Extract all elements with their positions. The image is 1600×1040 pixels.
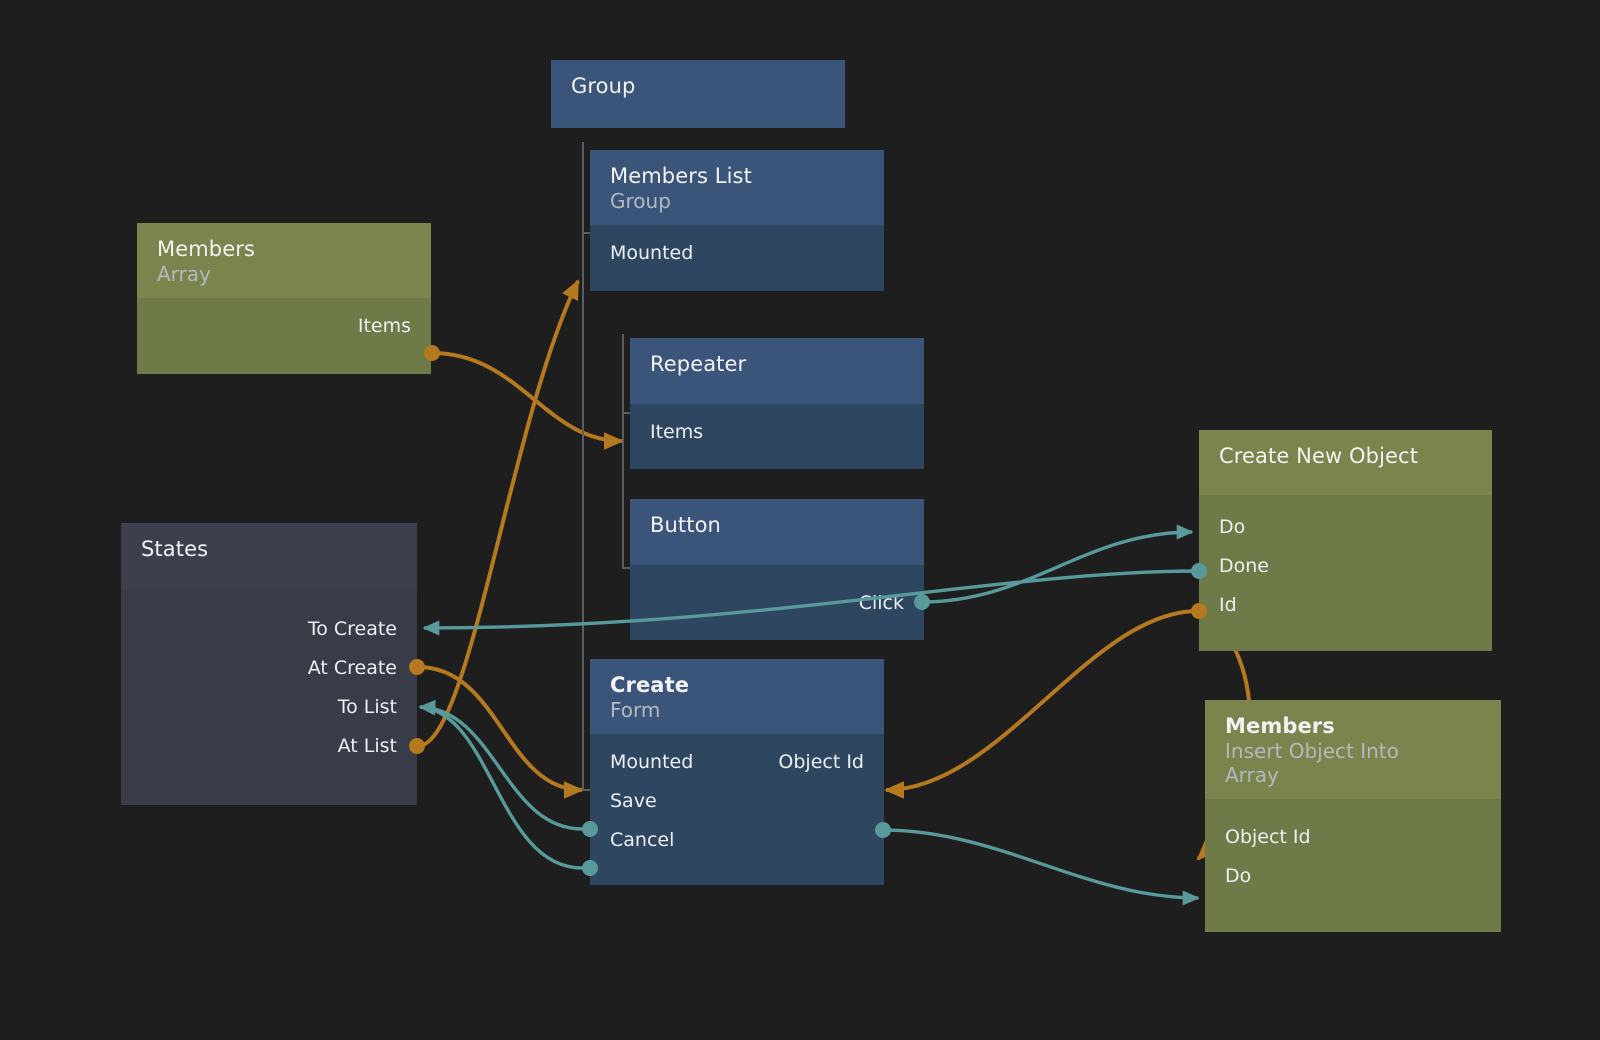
port-row-done[interactable]: Done (1199, 546, 1492, 585)
port-dot-create-form-cancel[interactable] (582, 860, 598, 876)
tree-tick-create (582, 789, 594, 791)
tree-tick-members-list (582, 232, 594, 234)
node-states-title: States (141, 537, 209, 561)
port-label-to-create: To Create (307, 617, 397, 640)
node-members-array-subtitle: Array (157, 261, 211, 286)
node-button-title: Button (650, 513, 721, 537)
port-label-click: Click (858, 591, 904, 614)
node-states-header: States (121, 523, 417, 589)
wire-create-out-to-membersinsert-do (881, 828, 1200, 906)
port-label-mounted: Mounted (610, 751, 694, 774)
port-dot-create-new-object-id[interactable] (1191, 603, 1207, 619)
port-row-mounted[interactable]: Mounted Object Id (590, 743, 884, 782)
node-button[interactable]: Button Click (630, 499, 924, 640)
port-dot-create-form-output[interactable] (875, 822, 891, 838)
port-row-items[interactable]: Items (137, 307, 431, 346)
node-button-header: Button (630, 499, 924, 565)
wire-states-atlist-to-memberslist-mounted (417, 279, 580, 748)
port-label-cancel: Cancel (610, 829, 675, 852)
node-members-list-title: Members List (610, 164, 752, 188)
node-create-new-object[interactable]: Create New Object Do Done Id (1199, 430, 1492, 651)
node-members-array-title: Members (157, 237, 256, 261)
node-members-array-body: Items (137, 297, 431, 374)
port-label-items: Items (357, 315, 411, 338)
tree-line-members-list (622, 334, 624, 568)
port-row-mounted[interactable]: Mounted (590, 234, 884, 273)
tree-tick-button (622, 567, 634, 569)
wire-create-save-to-states-tolist (418, 699, 583, 831)
port-dot-create-new-object-done[interactable] (1191, 563, 1207, 579)
port-label-items: Items (650, 420, 704, 443)
port-label-object-id: Object Id (1225, 826, 1311, 849)
port-label-done: Done (1219, 554, 1269, 577)
port-row-do[interactable]: Do (1199, 507, 1492, 546)
node-members-array-header: Members Array (137, 223, 431, 298)
port-row-do[interactable]: Do (1205, 857, 1501, 896)
node-create-new-object-header: Create New Object (1199, 430, 1492, 495)
port-row-items[interactable]: Items (630, 412, 924, 451)
port-row-id[interactable]: Id (1199, 585, 1492, 624)
port-label-do: Do (1219, 515, 1246, 538)
port-row-object-id[interactable]: Object Id (1205, 818, 1501, 857)
port-dot-button-click[interactable] (914, 594, 930, 610)
node-create-form-title: Create (610, 673, 690, 697)
node-repeater-header: Repeater (630, 338, 924, 404)
node-members-insert-subtitle: Insert Object Into Array (1225, 738, 1399, 787)
wire-states-atcreate-to-create-mounted (417, 665, 584, 799)
node-members-insert[interactable]: Members Insert Object Into Array Object … (1205, 700, 1501, 932)
port-label-at-list: At List (337, 734, 397, 757)
port-label-save: Save (610, 790, 657, 813)
port-dot-members-array-items[interactable] (424, 345, 440, 361)
node-create-form-body: Mounted Object Id Save Cancel (590, 733, 884, 885)
node-members-list-body: Mounted (590, 224, 884, 291)
port-label-mounted: Mounted (610, 242, 694, 265)
node-members-insert-title: Members (1225, 714, 1335, 738)
wire-members-items-to-repeater-items (431, 351, 624, 450)
port-row-to-list[interactable]: To List (121, 687, 417, 726)
node-create-form-header: Create Form (590, 659, 884, 734)
wire-create-cancel-to-states-tolist (418, 700, 583, 870)
port-label-at-create: At Create (307, 656, 397, 679)
port-dot-states-at-create[interactable] (409, 659, 425, 675)
wire-button-click-to-createnewobject-do (921, 524, 1194, 604)
port-dot-create-form-save[interactable] (582, 821, 598, 837)
port-row-at-list[interactable]: At List (121, 726, 417, 765)
node-states-body: To Create At Create To List At List (121, 589, 417, 805)
node-create-new-object-body: Do Done Id (1199, 495, 1492, 651)
tree-line-group (582, 142, 584, 790)
port-row-at-create[interactable]: At Create (121, 648, 417, 687)
node-repeater-body: Items (630, 404, 924, 469)
port-dot-states-at-list[interactable] (409, 738, 425, 754)
node-group-title: Group (571, 74, 636, 98)
node-members-list[interactable]: Members List Group Mounted (590, 150, 884, 291)
tree-tick-repeater (622, 412, 634, 414)
port-label-id: Id (1219, 593, 1237, 616)
node-create-new-object-title: Create New Object (1219, 444, 1419, 468)
node-members-list-subtitle: Group (610, 188, 671, 213)
node-states[interactable]: States To Create At Create To List At Li… (121, 523, 417, 805)
node-create-form-subtitle: Form (610, 697, 661, 722)
port-row-save[interactable]: Save (590, 782, 884, 821)
node-repeater-title: Repeater (650, 352, 747, 376)
port-label-object-id: Object Id (778, 751, 864, 774)
node-button-body: Click (630, 565, 924, 640)
node-group-header: Group (551, 60, 845, 128)
node-members-array[interactable]: Members Array Items (137, 223, 431, 374)
node-members-list-header: Members List Group (590, 150, 884, 225)
node-members-insert-header: Members Insert Object Into Array (1205, 700, 1501, 799)
port-label-to-list: To List (337, 695, 397, 718)
node-repeater[interactable]: Repeater Items (630, 338, 924, 469)
port-label-do: Do (1225, 865, 1252, 888)
node-members-insert-body: Object Id Do (1205, 798, 1501, 932)
port-row-cancel[interactable]: Cancel (590, 821, 884, 860)
port-row-to-create[interactable]: To Create (121, 609, 417, 648)
port-row-click[interactable]: Click (630, 583, 924, 622)
node-group[interactable]: Group (551, 60, 845, 128)
wire-createnewobject-id-to-create-objectid (884, 609, 1199, 799)
node-create-form[interactable]: Create Form Mounted Object Id Save Cance… (590, 659, 884, 885)
